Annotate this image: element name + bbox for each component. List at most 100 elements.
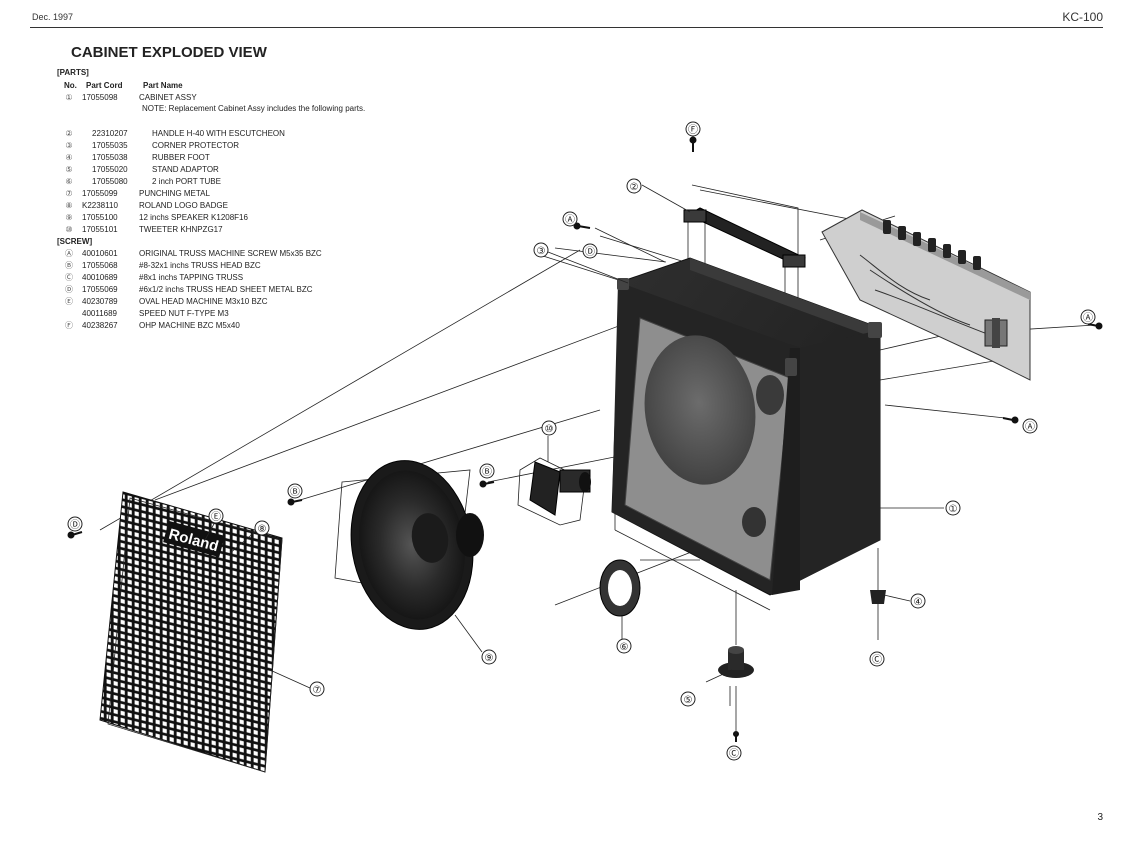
- parts-no: ⑦: [65, 189, 73, 198]
- parts-no: ③: [65, 141, 73, 150]
- callout-b-tweeter: Ⓑ: [482, 466, 492, 478]
- parts-no: ②: [65, 129, 73, 138]
- screws-name: #8-32x1 inchs TRUSS HEAD BZC: [139, 261, 261, 270]
- cabinet: [611, 257, 882, 596]
- screws-no: Ⓓ: [65, 285, 73, 294]
- amp-chassis: [821, 209, 1031, 381]
- callout-6: ⑥: [620, 642, 629, 653]
- column-header-cord: Part Cord: [86, 81, 123, 90]
- parts-cord: 17055038: [92, 153, 128, 162]
- screws-no: Ⓕ: [65, 321, 73, 330]
- parts-row: ⑤ 17055020 STAND ADAPTOR: [62, 164, 362, 175]
- screws-cord: 40011689: [82, 309, 117, 318]
- header-divider: [30, 27, 1103, 28]
- parts-name: PUNCHING METAL: [139, 189, 210, 198]
- header-model: KC-100: [1062, 10, 1103, 24]
- parts-row: ⑦ 17055099 PUNCHING METAL: [62, 188, 362, 199]
- port-tube: [599, 559, 641, 617]
- parts-row: ⑧ K2238110 ROLAND LOGO BADGE: [62, 200, 362, 211]
- parts-name: STAND ADAPTOR: [152, 165, 219, 174]
- parts-row: ④ 17055038 RUBBER FOOT: [62, 152, 362, 163]
- parts-no: ①: [65, 93, 73, 102]
- handle: [683, 207, 806, 268]
- column-header-no: No.: [64, 81, 77, 90]
- callout-c-stand: Ⓒ: [729, 748, 739, 760]
- screws-cord: 17055068: [82, 261, 118, 270]
- callout-a-lower: Ⓐ: [1025, 421, 1035, 433]
- parts-no: ⑤: [65, 165, 73, 174]
- parts-cord: 17055080: [92, 177, 128, 186]
- screws-name: SPEED NUT F-TYPE M3: [139, 309, 229, 318]
- screws-row: Ⓔ 40230789 OVAL HEAD MACHINE M3x10 BZC: [62, 296, 362, 307]
- callout-a-top: Ⓐ: [565, 214, 575, 226]
- screws-no: Ⓔ: [65, 297, 73, 306]
- parts-name: HANDLE H-40 WITH ESCUTCHEON: [152, 129, 285, 138]
- callout-e: Ⓔ: [211, 511, 221, 523]
- parts-cord: 17055035: [92, 141, 128, 150]
- parts-name: RUBBER FOOT: [152, 153, 210, 162]
- tweeter: [517, 457, 591, 526]
- screws-no: Ⓒ: [65, 273, 73, 282]
- replacement-note: NOTE: Replacement Cabinet Assy includes …: [142, 104, 366, 113]
- callout-10: ⑩: [545, 424, 554, 435]
- parts-section-heading: [PARTS]: [57, 68, 89, 77]
- parts-no: ⑨: [65, 213, 73, 222]
- callout-1: ①: [949, 504, 958, 515]
- parts-no: ④: [65, 153, 73, 162]
- parts-no: ⑩: [65, 225, 73, 234]
- rubber-foot: [870, 590, 886, 604]
- screw-section-heading: [SCREW]: [57, 237, 93, 246]
- screws: [67, 136, 1103, 742]
- screws-row: Ⓐ 40010601 ORIGINAL TRUSS MACHINE SCREW M5…: [62, 248, 362, 259]
- parts-no: ⑧: [65, 201, 73, 210]
- parts-row: ② 22310207 HANDLE H-40 WITH ESCUTCHEON: [62, 128, 362, 139]
- screws-cord: 17055069: [82, 285, 118, 294]
- parts-cord: 22310207: [92, 129, 128, 138]
- callout-8: ⑧: [258, 524, 267, 535]
- screws-name: #8x1 inchs TAPPING TRUSS: [139, 273, 244, 282]
- callout-4: ④: [914, 597, 923, 608]
- screws-cord: 40238267: [82, 321, 118, 330]
- screws-name: ORIGINAL TRUSS MACHINE SCREW M5x35 BZC: [139, 249, 322, 258]
- callout-c-foot: Ⓒ: [872, 654, 882, 666]
- callout-b-speaker: Ⓑ: [290, 486, 300, 498]
- screws-cord: 40010689: [82, 273, 118, 282]
- screws-no: Ⓑ: [65, 261, 73, 270]
- parts-no: ⑥: [65, 177, 73, 186]
- screws-row: Ⓑ 17055068 #8-32x1 inchs TRUSS HEAD BZC: [62, 260, 362, 271]
- callout-9: ⑨: [485, 653, 494, 664]
- parts-name: 2 inch PORT TUBE: [152, 177, 221, 186]
- parts-cord: 17055101: [82, 225, 118, 234]
- grille: Roland: [99, 491, 283, 773]
- callout-d-cabinet: Ⓓ: [585, 246, 595, 258]
- callout-a-right: Ⓐ: [1083, 312, 1093, 324]
- parts-row: ③ 17055035 CORNER PROTECTOR: [62, 140, 362, 151]
- parts-name: CORNER PROTECTOR: [152, 141, 239, 150]
- parts-name: ROLAND LOGO BADGE: [139, 201, 228, 210]
- screws-row: Ⓒ 40010689 #8x1 inchs TAPPING TRUSS: [62, 272, 362, 283]
- parts-row: ⑥ 17055080 2 inch PORT TUBE: [62, 176, 362, 187]
- screws-name: OVAL HEAD MACHINE M3x10 BZC: [139, 297, 268, 306]
- parts-cord: K2238110: [82, 201, 118, 210]
- stand-adaptor: [718, 646, 754, 678]
- page-number: 3: [1097, 812, 1103, 823]
- callout-3: ③: [537, 246, 546, 257]
- page-title: CABINET EXPLODED VIEW: [71, 44, 267, 61]
- callout-5: ⑤: [684, 695, 693, 706]
- screws-name: #6x1/2 inchs TRUSS HEAD SHEET METAL BZC: [139, 285, 313, 294]
- screws-cord: 40010601: [82, 249, 118, 258]
- screws-no: Ⓐ: [65, 249, 73, 258]
- parts-name: 12 inchs SPEAKER K1208F16: [139, 213, 248, 222]
- callout-d-grille: Ⓓ: [70, 519, 80, 531]
- screws-row: Ⓓ 17055069 #6x1/2 inchs TRUSS HEAD SHEET M…: [62, 284, 362, 295]
- parts-name: TWEETER KHNPZG17: [139, 225, 223, 234]
- screws-row: 40011689 SPEED NUT F-TYPE M3: [62, 308, 362, 319]
- screws-cord: 40230789: [82, 297, 118, 306]
- callout-7: ⑦: [313, 685, 322, 696]
- parts-cord: 17055020: [92, 165, 128, 174]
- parts-cord: 17055099: [82, 189, 118, 198]
